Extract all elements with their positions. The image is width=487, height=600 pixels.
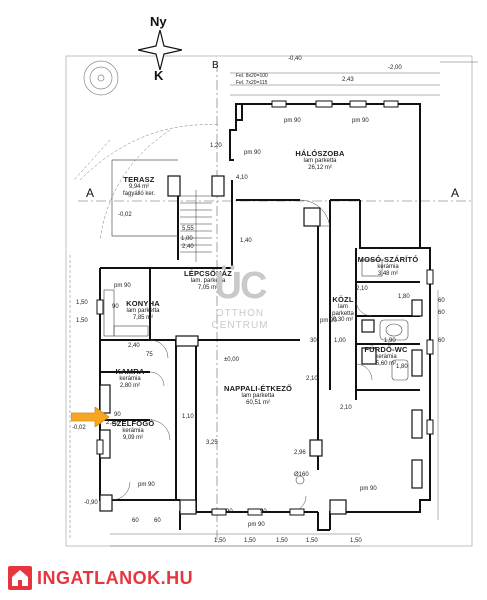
dim-label: 3,25 bbox=[206, 440, 218, 446]
door-swings bbox=[111, 199, 373, 513]
dim-label: 1,50 bbox=[76, 318, 88, 324]
dim-label: 2,40 bbox=[128, 343, 140, 349]
dim-label: 90 bbox=[114, 412, 121, 418]
dim-label: 30 bbox=[310, 338, 317, 344]
dim-label: 1,20 bbox=[210, 143, 222, 149]
dim-label: 1,50 bbox=[244, 538, 256, 544]
dim-label: pm 90 bbox=[114, 283, 131, 289]
dim-label: Fel. 8x20=100 bbox=[236, 73, 268, 79]
dim-label: 1,50 bbox=[214, 538, 226, 544]
stair-treads bbox=[180, 190, 212, 262]
compass-star-icon bbox=[138, 30, 182, 70]
dim-label: 1,90 bbox=[384, 338, 396, 344]
dim-label: 60 bbox=[438, 298, 445, 304]
dim-label: 2,40 bbox=[182, 244, 194, 250]
dim-label: 1,00 bbox=[334, 338, 346, 344]
dim-label: 90 bbox=[260, 509, 267, 515]
compass-north-label: Ny bbox=[150, 14, 167, 29]
dim-label: pm 90 bbox=[138, 482, 155, 488]
dim-label: 5,55 bbox=[182, 226, 194, 232]
dim-label: -2,00 bbox=[388, 65, 402, 71]
dim-label: 2,10 bbox=[106, 420, 118, 426]
dim-label: pm 90 bbox=[360, 486, 377, 492]
dim-label: 1,50 bbox=[76, 300, 88, 306]
dim-label: Ø160 bbox=[294, 472, 309, 478]
dim-label: 1,80 bbox=[398, 294, 410, 300]
otthon-centrum-watermark: ÜC OTTHON CENTRUM bbox=[211, 265, 269, 331]
dim-label: 4,10 bbox=[236, 175, 248, 181]
dim-label: pm 90 bbox=[284, 118, 301, 124]
entrance-arrow-icon bbox=[71, 407, 110, 427]
dim-label: 1,80 bbox=[396, 364, 408, 370]
house-logo-icon bbox=[8, 566, 32, 590]
dim-label: 2,10 bbox=[306, 376, 318, 382]
dim-label: 2,10 bbox=[356, 286, 368, 292]
dim-label: 90 bbox=[112, 304, 119, 310]
dim-label: -0,40 bbox=[288, 56, 302, 62]
dim-label: 1,50 bbox=[350, 538, 362, 544]
dim-label: pm 90 bbox=[248, 522, 265, 528]
dim-label: 2,10 bbox=[340, 405, 352, 411]
kitchen-counter bbox=[103, 289, 149, 337]
arc-lines bbox=[69, 124, 221, 540]
walls bbox=[99, 103, 431, 531]
dim-label: 1,40 bbox=[240, 238, 252, 244]
window-marks bbox=[96, 100, 434, 516]
north-compass: Ny K bbox=[136, 14, 186, 84]
brand-name: INGATLANOK.HU bbox=[37, 568, 194, 588]
dim-label: 60 bbox=[154, 518, 161, 524]
dim-label: pm 90 bbox=[244, 150, 261, 156]
dim-label: 60 bbox=[132, 518, 139, 524]
dim-label: -0,02 bbox=[118, 212, 132, 218]
dim-label: -0,90 bbox=[84, 500, 98, 506]
ingatlanok-brand[interactable]: INGATLANOK.HU bbox=[8, 564, 218, 592]
dim-label: ±0,00 bbox=[224, 357, 239, 363]
dim-label: pm 90 bbox=[352, 118, 369, 124]
dim-label: 60 bbox=[438, 338, 445, 344]
dim-label: 1,50 bbox=[306, 538, 318, 544]
top-dimension-lines bbox=[230, 61, 478, 96]
dim-label: Fel. 7x20=115 bbox=[236, 80, 268, 86]
bath-fixtures bbox=[361, 259, 409, 381]
section-a-right-label: A bbox=[451, 186, 460, 200]
chimney-circle bbox=[295, 475, 305, 485]
gear-symbol bbox=[83, 60, 119, 96]
terrace-outline bbox=[111, 159, 178, 237]
dim-label: 60 bbox=[438, 310, 445, 316]
dim-label: 1,10 bbox=[182, 414, 194, 420]
dim-label: 75 bbox=[146, 352, 153, 358]
dim-label: pm 90 bbox=[320, 318, 337, 324]
dim-label: -0,02 bbox=[72, 425, 86, 431]
dim-label: 2,43 bbox=[342, 77, 354, 83]
compass-south-label: K bbox=[154, 68, 164, 83]
section-a-left-label: A bbox=[86, 186, 95, 200]
bottom-dimension-lines bbox=[110, 290, 439, 547]
dim-label: 90 bbox=[226, 509, 233, 515]
section-b-label: B bbox=[212, 60, 219, 71]
dim-label: 2,96 bbox=[294, 450, 306, 456]
dim-label: 1,50 bbox=[276, 538, 288, 544]
dim-label: 1,00 bbox=[181, 236, 193, 242]
wall-blocks bbox=[99, 175, 423, 515]
